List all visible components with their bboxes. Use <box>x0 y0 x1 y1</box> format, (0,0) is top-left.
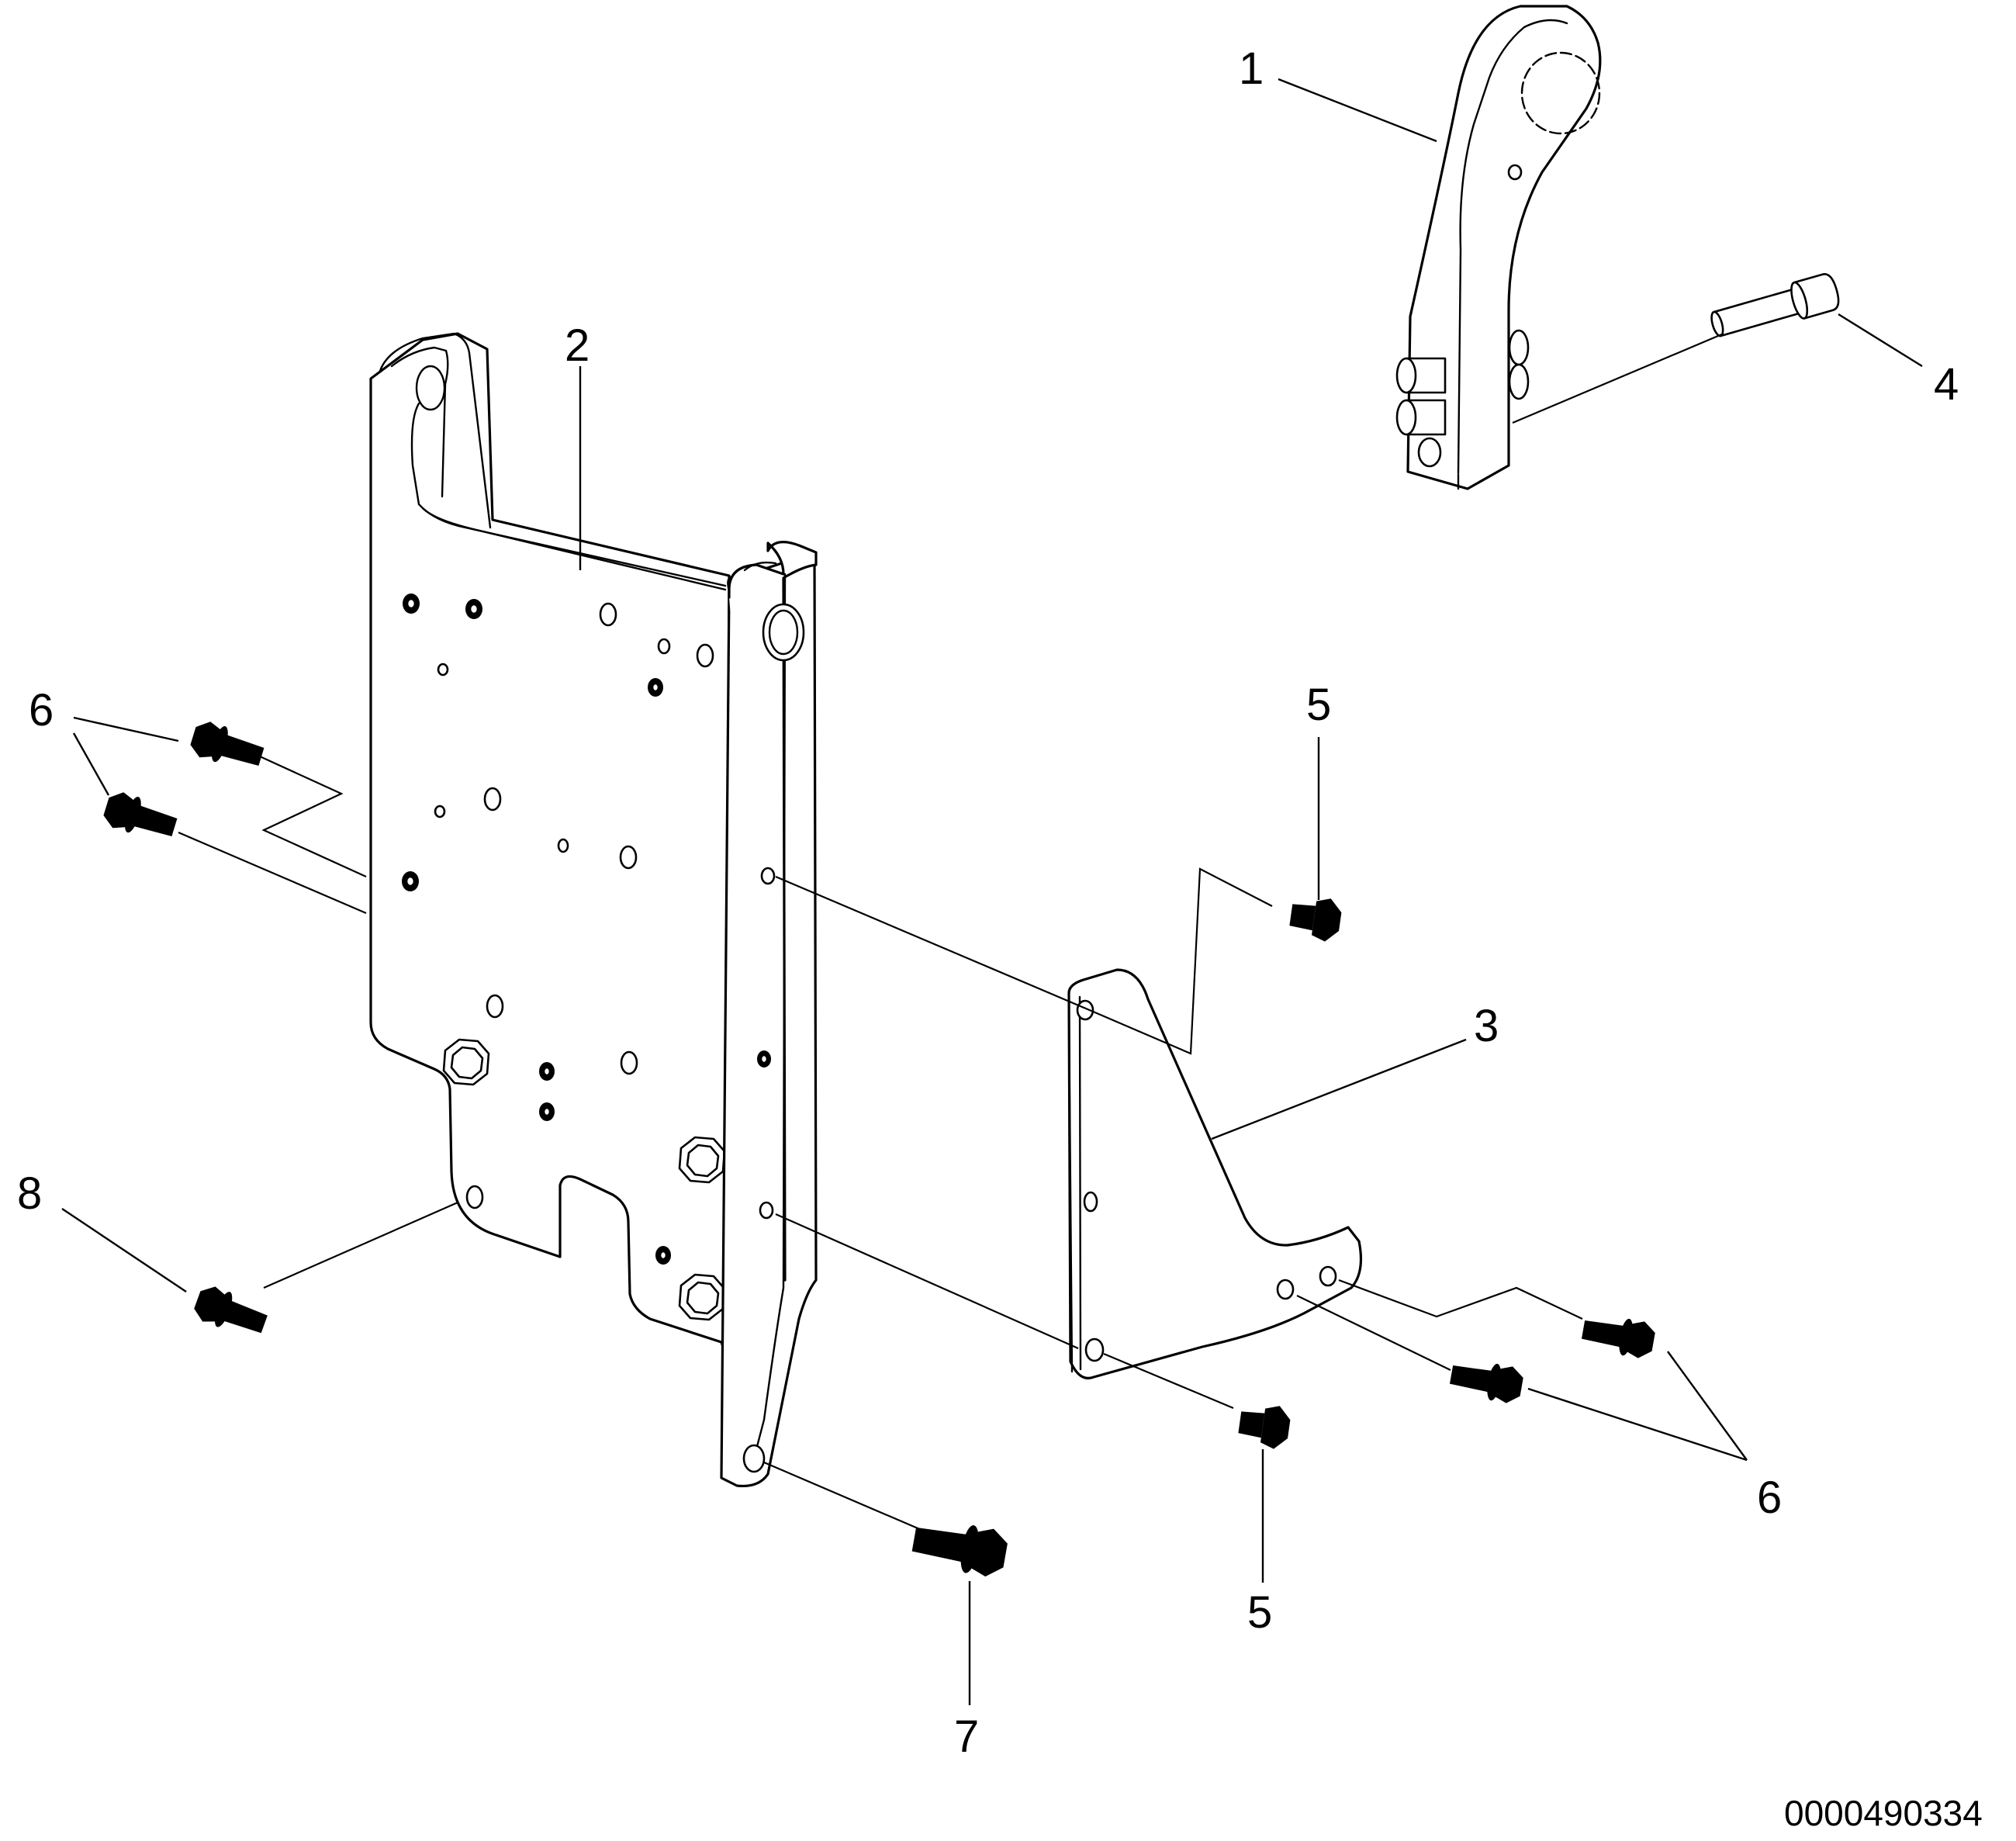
bolt-5-top <box>1288 893 1343 943</box>
callout-2: 2 <box>565 320 590 371</box>
callout-3: 3 <box>1474 1001 1499 1051</box>
callout-labels: 1 2 3 4 5 5 6 6 7 8 0000490334 <box>17 43 1983 1833</box>
part-4-pin <box>1710 272 1840 337</box>
callout-1: 1 <box>1239 43 1264 94</box>
callout-6-left: 6 <box>29 685 54 735</box>
part-2-main-plate <box>369 332 731 1355</box>
leader-lines <box>61 78 1923 1705</box>
plate-holes <box>402 593 714 1265</box>
bolt-6-right-lower <box>1447 1356 1525 1406</box>
document-id: 0000490334 <box>1784 1793 1983 1833</box>
assembly-lines <box>178 332 1724 1534</box>
bolt-6-right-upper <box>1579 1311 1657 1361</box>
callout-4: 4 <box>1934 359 1959 410</box>
callout-8: 8 <box>17 1168 42 1219</box>
bolt-7 <box>909 1515 1010 1580</box>
bolt-6-left-upper <box>187 718 267 775</box>
part-2-side-bar <box>720 541 818 1488</box>
bolt-8 <box>191 1282 271 1342</box>
bolt-6-left-lower <box>100 788 180 846</box>
callout-7: 7 <box>954 1711 979 1762</box>
lever-pins <box>1395 329 1530 436</box>
callout-6-right: 6 <box>1757 1472 1782 1523</box>
bolt-5-bottom <box>1236 1400 1292 1451</box>
callout-5-bottom: 5 <box>1247 1587 1272 1638</box>
part-3-bracket <box>1067 968 1363 1379</box>
callout-5-top: 5 <box>1306 680 1331 730</box>
part-1-lever <box>1395 5 1602 490</box>
